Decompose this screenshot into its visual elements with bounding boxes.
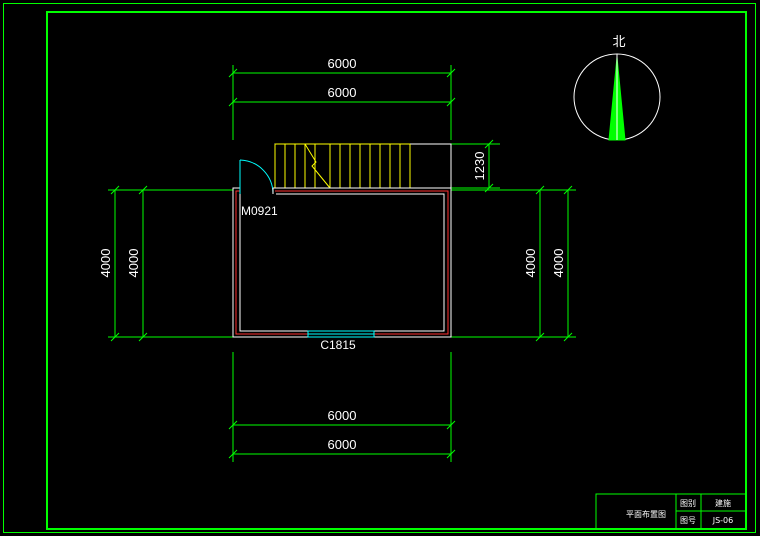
dimension-left-inner: 4000 xyxy=(126,185,148,342)
dimension-stair: 1230 xyxy=(451,139,500,193)
title-block-label-type: 图别 xyxy=(680,499,696,508)
dimension-right-outer: 4000 xyxy=(551,185,573,342)
dimension-top-outer: 6000 xyxy=(228,56,456,140)
dimension-text: 4000 xyxy=(523,249,538,278)
north-label: 北 xyxy=(612,34,625,49)
drawing-frame xyxy=(46,11,747,530)
title-block-drawing-name: 平面布置图 xyxy=(626,509,666,519)
dimension-top-inner: 6000 xyxy=(228,85,456,107)
dimension-left-outer: 4000 xyxy=(98,185,233,342)
dimension-text: 6000 xyxy=(328,56,357,71)
stair xyxy=(274,143,452,189)
door-label: M0921 xyxy=(241,204,278,218)
dimension-text: 4000 xyxy=(98,249,113,278)
dimension-text: 1230 xyxy=(472,152,487,181)
title-block-label-number: 图号 xyxy=(680,516,696,525)
dimension-text: 6000 xyxy=(328,85,357,100)
window xyxy=(307,330,375,338)
dimension-bottom-outer: 6000 xyxy=(228,437,456,459)
title-block-value-number: JS-06 xyxy=(712,516,734,525)
dimension-text: 6000 xyxy=(328,437,357,452)
dimension-right-inner: 4000 xyxy=(451,185,576,342)
door-swing xyxy=(239,159,274,195)
sheet-border xyxy=(3,3,756,533)
window-label: C1815 xyxy=(320,338,356,352)
title-block xyxy=(595,493,747,530)
dimension-bottom-inner: 6000 xyxy=(228,352,456,462)
dimension-text: 4000 xyxy=(551,249,566,278)
dimension-text: 6000 xyxy=(328,408,357,423)
north-arrow xyxy=(573,53,661,141)
title-block-value-type: 建施 xyxy=(715,498,731,508)
dimension-text: 4000 xyxy=(126,249,141,278)
